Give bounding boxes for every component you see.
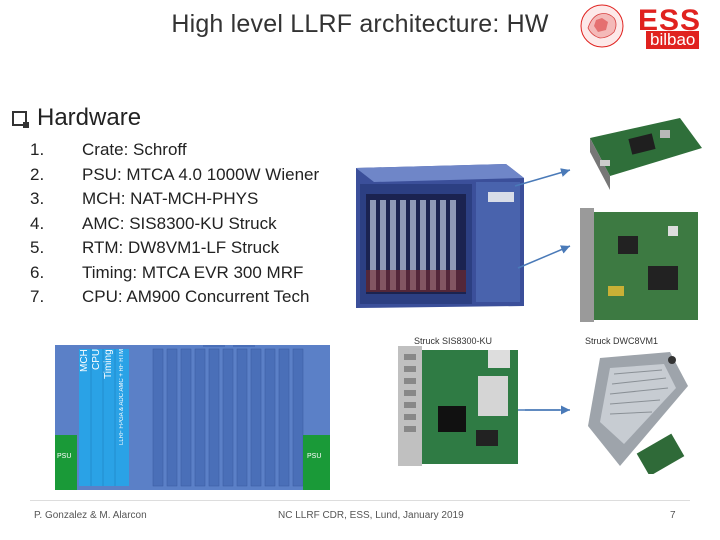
section-heading: Hardware [37,104,142,131]
struck-dwc8vm1-label: Struck DWC8VM1 [585,336,659,346]
slot-label-timing: Timing [103,349,114,379]
page-number: 7 [670,510,676,521]
list-item: 5. RTM: DW8VM1-LF Struck [28,236,319,261]
footer-event: NC LLRF CDR, ESS, Lund, January 2019 [278,510,464,521]
list-text: Timing: MTCA EVR 300 MRF [82,262,304,282]
ess-bilbao-logo: ESS bilbao [632,4,716,52]
list-number: 6. [30,262,45,282]
list-number: 1. [30,140,45,159]
list-text: Crate: Schroff [82,140,187,159]
list-item: 1. Crate: Schroff [28,138,319,163]
slot-label-cpu: CPU [91,349,102,371]
list-text: MCH: NAT-MCH-PHYS [82,189,259,208]
slide-title: High level LLRF architecture: HW [171,10,549,38]
list-number: 5. [30,238,45,257]
list-text: AMC: SIS8300-KU Struck [82,213,277,233]
list-item: 2. PSU: MTCA 4.0 1000W Wiener [28,163,319,188]
rtm-card-photo [578,206,702,324]
dwc8vm1-board-photo [580,346,690,477]
list-item: 4. AMC: SIS8300-KU Struck [28,212,319,237]
list-item: 7. CPU: AM900 Concurrent Tech [28,285,319,310]
list-number: 7. [30,287,45,306]
eu-map-logo [578,2,626,50]
list-item: 6. Timing: MTCA EVR 300 MRF [28,261,319,286]
list-text: CPU: AM900 Concurrent Tech [82,287,310,306]
list-number: 3. [30,189,45,208]
hardware-list: 1. Crate: Schroff 2. PSU: MTCA 4.0 1000W W… [28,138,319,310]
mtca-crate-diagram: PSU PSU MCH CPU Timing LLRF FPGA & ADC A… [55,343,330,490]
bullet-box-icon [12,110,29,128]
ess-logo-subtext: bilbao [646,31,700,49]
hardware-heading: Hardware [12,104,141,132]
slot-label-mch: MCH [79,349,90,372]
amc-card-photo [580,118,704,198]
list-number: 2. [30,164,45,184]
list-text: PSU: MTCA 4.0 1000W Wiener [82,164,320,184]
psu-right-label: PSU [307,453,322,460]
struck-sis8300-label: Struck SIS8300-KU [414,336,493,346]
list-text: RTM: DW8VM1-LF Struck [82,238,280,257]
list-number: 4. [30,213,45,233]
sis8300-board-photo [398,346,518,468]
footer-authors: P. Gonzalez & M. Alarcon [34,510,147,521]
list-item: 3. MCH: NAT-MCH-PHYS [28,187,319,212]
eu-map-icon [580,4,624,48]
mtca-crate-photo [336,160,528,310]
slot-label-llrf: LLRF FPGA & ADC AMC + RF RTM [119,349,125,446]
footer-divider [30,500,690,501]
psu-left-label: PSU [57,453,72,460]
